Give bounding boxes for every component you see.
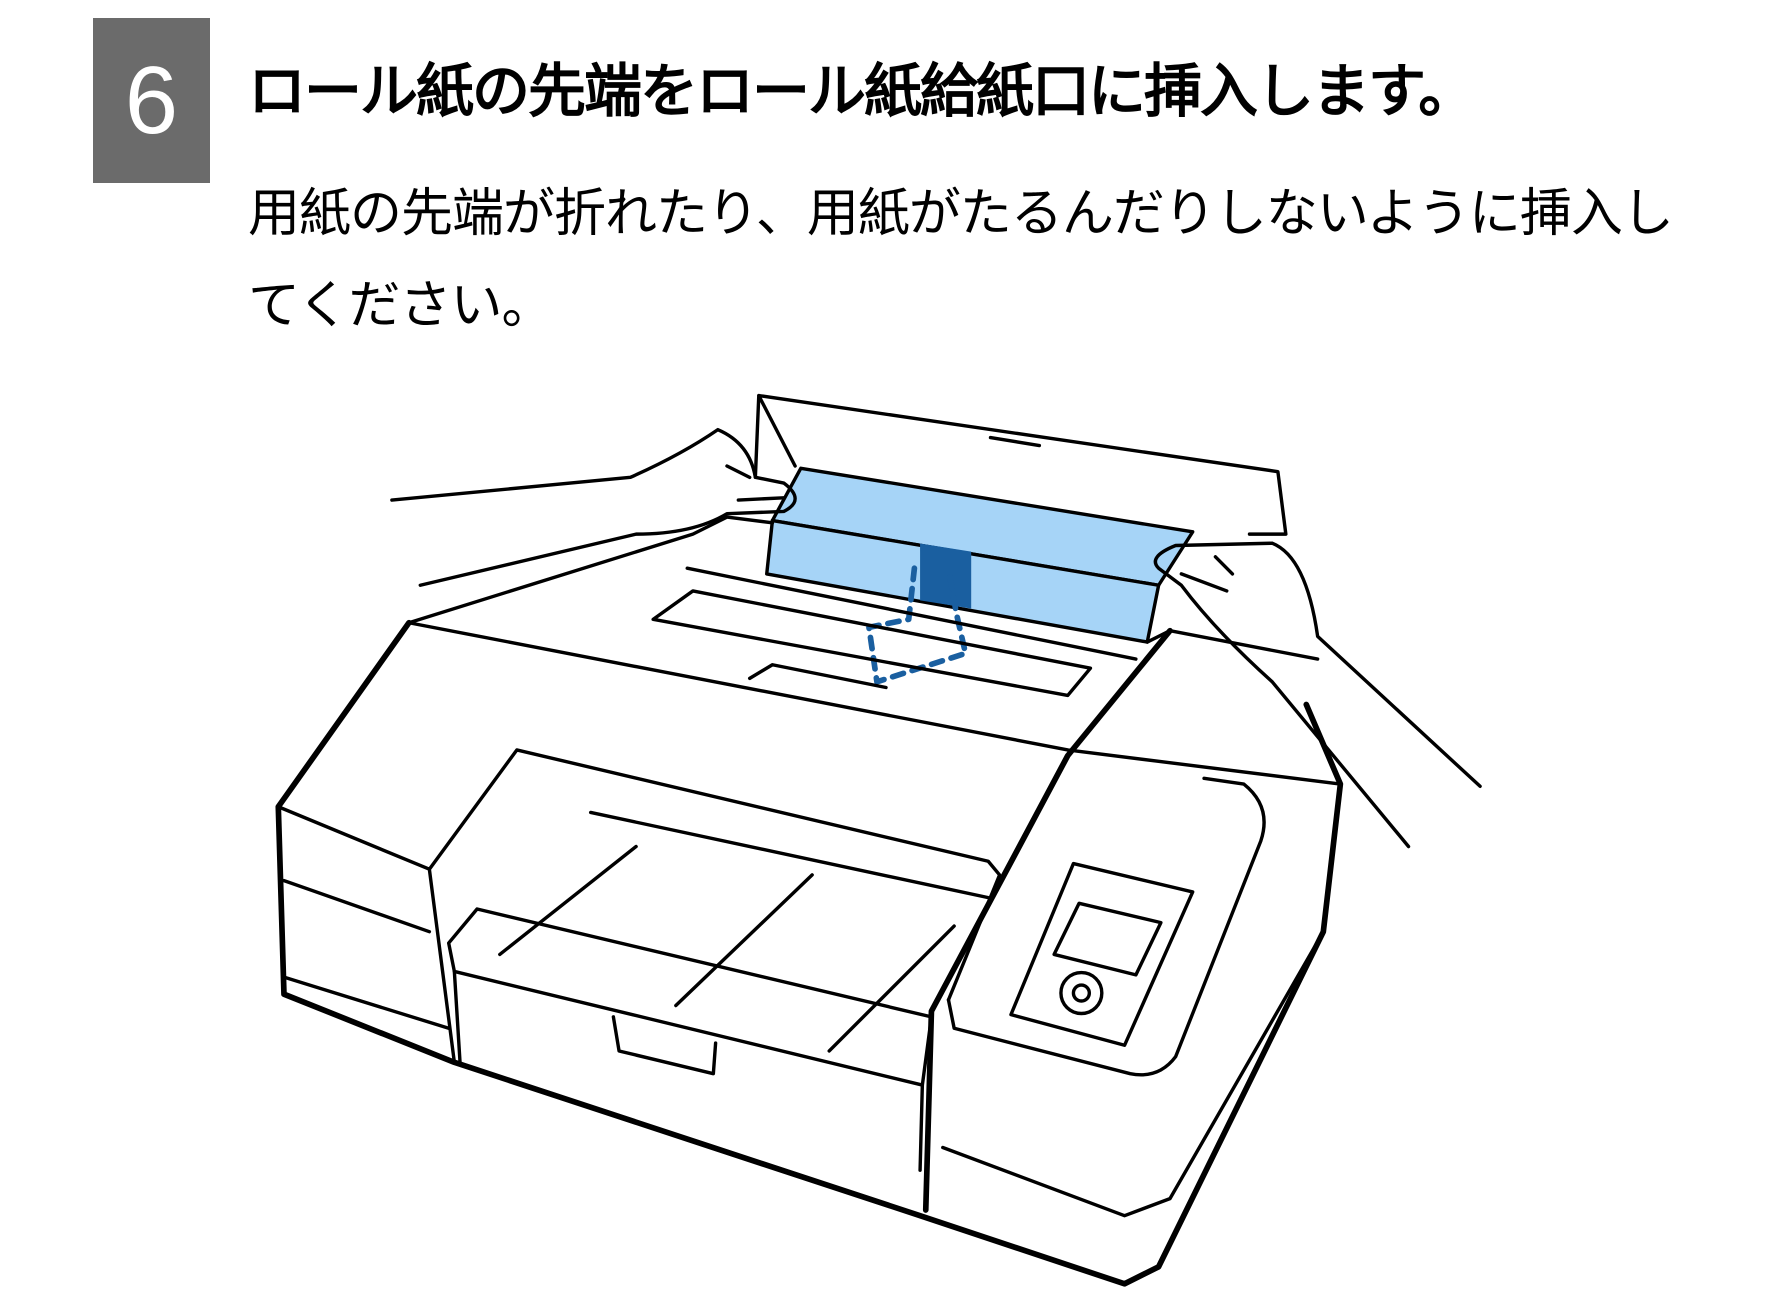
right-hand bbox=[1153, 541, 1482, 849]
display-screen bbox=[1052, 901, 1163, 977]
step-title: ロール紙の先端をロール紙給紙口に挿入します。 bbox=[248, 57, 1476, 125]
printer-body bbox=[275, 619, 1344, 1287]
roll-cover bbox=[753, 393, 1288, 536]
step-number: 6 bbox=[124, 46, 179, 154]
step-description: 用紙の先端が折れたり、用紙がたるんだりしないように挿入してください。 bbox=[248, 184, 1674, 336]
insert-arrow-icon bbox=[866, 565, 969, 685]
left-hand bbox=[390, 427, 797, 587]
control-panel bbox=[1009, 861, 1195, 1047]
navigation-button-icon bbox=[1059, 970, 1104, 1016]
step-number-badge: 6 bbox=[93, 18, 210, 183]
